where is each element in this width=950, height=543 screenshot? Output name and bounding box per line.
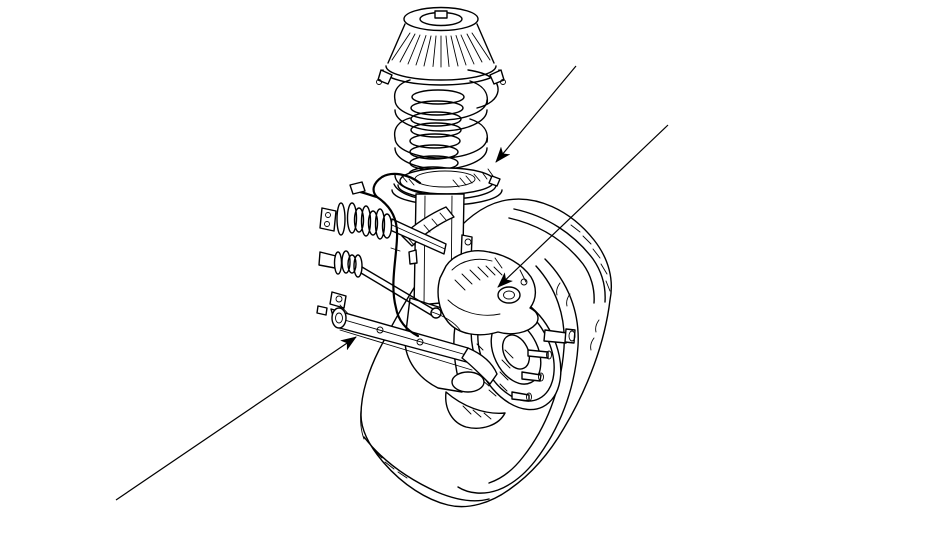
bleed-screw bbox=[520, 278, 528, 286]
caliper-body bbox=[437, 250, 539, 336]
caliper-hatch bbox=[454, 265, 503, 291]
arm-bolt-2 bbox=[416, 338, 424, 346]
tie-rod bbox=[318, 250, 461, 331]
wheel-stud-1 bbox=[527, 349, 549, 359]
spring-rear-connectors bbox=[393, 79, 489, 143]
brake-hose bbox=[349, 172, 422, 338]
seat-hatch bbox=[401, 168, 494, 188]
arm-bushing-hole bbox=[335, 312, 343, 324]
arm-bolt-1 bbox=[376, 326, 384, 334]
arm-bolt-head bbox=[316, 305, 328, 316]
hose-bracket bbox=[349, 181, 366, 195]
stud-2-end bbox=[538, 372, 544, 382]
caliper-detail-lines bbox=[447, 257, 527, 316]
stab-bolt bbox=[335, 295, 343, 303]
tie-boot-ridges bbox=[341, 250, 363, 278]
callout-line-middle bbox=[497, 124, 669, 288]
mount-base-rim bbox=[385, 65, 497, 81]
spindle bbox=[543, 329, 568, 344]
hose-upper bbox=[354, 172, 422, 200]
stud-1-end bbox=[546, 350, 552, 360]
tie-boot-end bbox=[333, 251, 343, 275]
tire-shoulder-line-outer bbox=[513, 208, 606, 303]
disc-hub bbox=[501, 334, 531, 370]
stub-bolt-1 bbox=[325, 212, 331, 218]
damper-rod-nut bbox=[434, 10, 448, 19]
inner-joint-stub bbox=[319, 207, 337, 232]
lower-control-arm bbox=[316, 305, 498, 393]
strut-bracket-bolt-1 bbox=[464, 238, 472, 246]
arm-bushing bbox=[331, 307, 347, 329]
strut-top-mount bbox=[376, 6, 506, 86]
tie-rod-shaft bbox=[360, 266, 434, 316]
spindle-nut bbox=[564, 328, 576, 344]
wheel-hub-studs bbox=[511, 328, 576, 402]
seat-tab bbox=[488, 175, 501, 187]
caliper-boss-hole bbox=[503, 290, 515, 300]
tire-left-shoulder-arc bbox=[360, 408, 365, 440]
spring-coil-1 bbox=[394, 99, 488, 132]
caliper-lower-hatch bbox=[462, 405, 492, 420]
mount-bolt-left bbox=[376, 79, 382, 85]
dust-boot-ridges bbox=[408, 89, 465, 182]
cv-boot-ridges bbox=[346, 202, 393, 240]
axle-shaft-line bbox=[391, 224, 446, 250]
tire-bottom-shoulder-arc bbox=[363, 436, 490, 502]
hose-main bbox=[375, 195, 420, 338]
stub-bolt-2 bbox=[324, 221, 330, 227]
cv-axle-boot bbox=[319, 202, 393, 240]
strut-dust-boot bbox=[408, 89, 465, 182]
callout-line-lower bbox=[115, 336, 357, 501]
arm-balljoint-neck bbox=[461, 347, 498, 385]
mount-top-rim bbox=[403, 6, 479, 32]
mount-cone-ribs bbox=[391, 32, 491, 68]
brake-caliper bbox=[437, 250, 539, 429]
stud-3-end bbox=[526, 392, 532, 402]
steering-arm bbox=[431, 311, 461, 331]
hose-clip bbox=[390, 247, 401, 252]
tire-shoulder-line-inner bbox=[508, 217, 595, 304]
caliper-lower-housing bbox=[445, 391, 506, 429]
caliper-boss bbox=[497, 286, 521, 304]
spindle-end bbox=[568, 330, 576, 342]
mount-cone-sides bbox=[387, 23, 495, 64]
strut-clip bbox=[408, 249, 418, 265]
callout-line-upper bbox=[495, 65, 577, 163]
stab-bracket bbox=[329, 291, 347, 309]
tire-tread-dashes bbox=[373, 224, 611, 479]
arm-edge-lines bbox=[333, 316, 473, 371]
mount-bolt-right bbox=[500, 79, 506, 85]
tire-rim-arc-outer bbox=[457, 258, 579, 494]
callout-lines bbox=[115, 65, 669, 501]
cv-boot-end bbox=[336, 202, 346, 236]
stabilizer-bracket bbox=[329, 291, 353, 319]
balljoint-boss bbox=[451, 371, 485, 393]
